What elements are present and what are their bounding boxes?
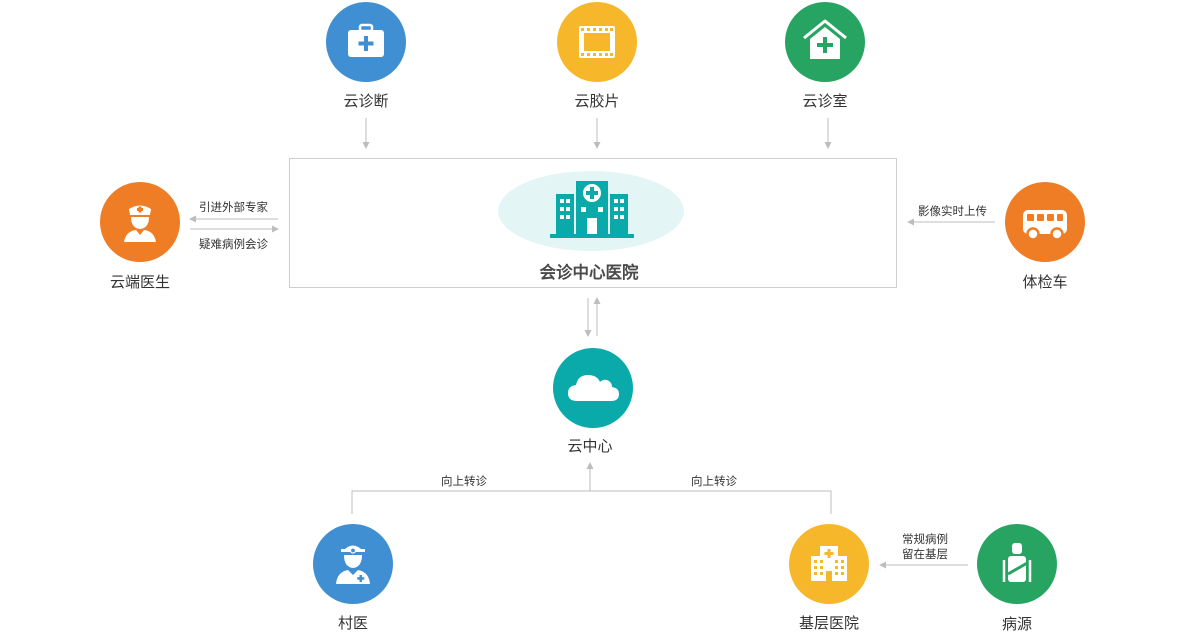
village-doctor-label: 村医 <box>337 614 368 632</box>
exam-bus-label: 体检车 <box>1022 273 1068 291</box>
arrow-label-difficult-cases: 疑难病例会诊 <box>199 237 268 251</box>
bus-icon <box>1023 210 1067 241</box>
arrow-label-stay-local: 留在基层 <box>902 547 948 561</box>
patients-label: 病源 <box>1001 615 1032 633</box>
arrow-label-referral-left: 向上转诊 <box>441 474 487 488</box>
film-icon <box>579 26 615 58</box>
arrow-label-routine-cases: 常规病例 <box>902 532 948 546</box>
cloud-doctor-node <box>100 182 180 262</box>
center-hospital-title: 会诊中心医院 <box>539 263 639 282</box>
patient-icon <box>1002 543 1032 582</box>
nurse-icon <box>124 205 156 242</box>
arrow-label-referral-right: 向上转诊 <box>691 474 737 488</box>
cloud-diagnosis-label: 云诊断 <box>343 92 389 110</box>
cloud-icon <box>568 375 619 401</box>
medical-kit-icon <box>348 23 384 57</box>
patients-node <box>977 524 1057 604</box>
cloud-doctor-label: 云端医生 <box>109 273 170 291</box>
referral-bracket <box>351 490 832 514</box>
cloud-diagnosis-node <box>326 2 406 82</box>
cloud-clinic-node <box>785 2 865 82</box>
cloud-film-label: 云胶片 <box>574 92 620 110</box>
village-doctor-node <box>313 524 393 604</box>
cloud-center-node <box>553 348 633 428</box>
cloud-center-label: 云中心 <box>567 437 613 455</box>
basic-hospital-node <box>789 524 869 604</box>
clinic-house-icon <box>803 19 847 59</box>
exam-bus-node <box>1005 182 1085 262</box>
arrow-label-image-upload: 影像实时上传 <box>918 204 987 218</box>
center-hospital-box <box>289 158 897 288</box>
doctor-icon <box>336 545 370 584</box>
cloud-clinic-label: 云诊室 <box>802 92 848 110</box>
cloud-film-node <box>557 2 637 82</box>
basic-hospital-label: 基层医院 <box>798 614 859 632</box>
hospital-building-icon <box>550 181 634 238</box>
hospital-icon <box>811 546 847 581</box>
arrow-label-external-experts: 引进外部专家 <box>199 200 268 214</box>
